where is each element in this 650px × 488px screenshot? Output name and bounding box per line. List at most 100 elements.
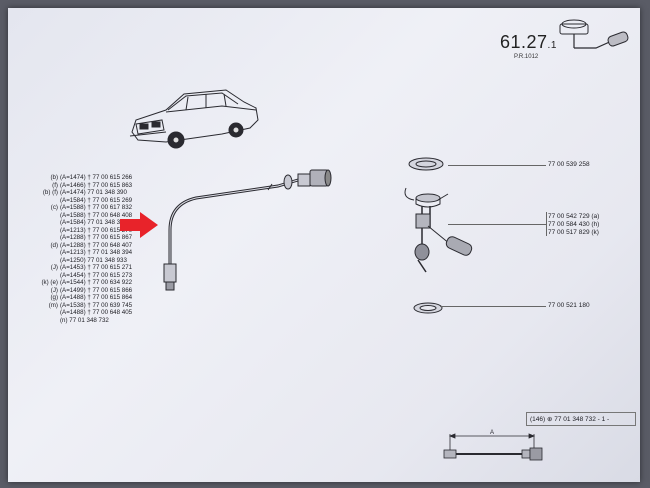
ref-sender-a-tag: (a) <box>591 213 600 220</box>
reference-row-key: (b) (f) <box>42 189 58 196</box>
reference-row: (A=1454) † 77 00 615 273 <box>28 271 132 280</box>
page-number: 61.27.1 <box>500 32 557 53</box>
bottom-ref-tag: (146) <box>530 416 546 423</box>
reference-row-condition: (A=1453) <box>60 264 86 271</box>
reference-row-condition: (A=1466) <box>60 181 86 189</box>
reference-row-number: † 77 00 617 832 <box>87 204 133 211</box>
ref-sender-h: 77 00 584 430 (h) <box>548 221 599 228</box>
bottom-ref-box <box>526 412 636 426</box>
ref-seal: 77 00 521 180 <box>548 302 590 309</box>
reference-row-condition: (A=1454) <box>60 271 86 279</box>
bottom-ref-symbol: ⊕ <box>547 416 553 423</box>
reference-row-condition: (A=1288) <box>60 241 86 249</box>
ref-sender-h-number: 77 00 584 430 <box>548 221 590 228</box>
reference-row-condition: (A=1588) <box>60 204 86 211</box>
reference-row-condition: (A=1474) <box>60 174 86 181</box>
leader-line <box>448 165 546 166</box>
leader-line <box>440 306 546 307</box>
reference-row: (A=1288) † 77 00 615 867 <box>28 234 132 242</box>
reference-row-condition: (A=1544) <box>60 279 86 286</box>
reference-row-key: (g) <box>50 294 58 301</box>
page-subref: P.R.1012 <box>514 54 539 60</box>
ref-sender-k-number: 77 00 517 829 <box>548 229 590 236</box>
ref-sender-k-tag: (k) <box>591 229 599 236</box>
dimension-label: A <box>490 430 494 436</box>
fuel-sender-icon <box>559 19 629 49</box>
reference-row: (A=1488) † 77 00 648 405 <box>28 309 132 317</box>
reference-row-condition: (A=1213) <box>60 226 86 234</box>
reference-row: (b) (f)(A=1474) 77 01 348 390 <box>28 189 127 197</box>
speedometer-cable-illustration <box>163 169 332 291</box>
reference-row-key: (k) (e) <box>41 279 59 286</box>
ref-group-bracket <box>546 212 547 236</box>
reference-row-number: 77 01 348 732 <box>69 316 109 324</box>
reference-row-number: † 77 00 648 408 <box>87 211 133 219</box>
ref-top-ring: 77 00 539 258 <box>548 161 590 168</box>
reference-row-condition: (A=1488) <box>60 294 86 301</box>
reference-row-number: † 77 00 615 266 <box>87 174 133 181</box>
reference-row-number: † 77 00 615 269 <box>87 196 133 204</box>
reference-row: (A=1588) † 77 00 648 408 <box>28 211 132 220</box>
reference-row: (n) 77 01 348 732 <box>28 317 118 325</box>
reference-row-condition: (A=1474) <box>60 189 86 196</box>
page-number-main: 61.27 <box>500 32 548 52</box>
reference-row-number: † 77 00 615 867 <box>87 234 133 241</box>
reference-row: (k) (e)(A=1544) † 77 00 634 922 <box>28 279 133 287</box>
reference-row-number: † 77 00 615 271 <box>87 264 133 271</box>
reference-row: (A=1213) † 77 01 348 394 <box>28 249 132 257</box>
reference-row: (g)(A=1488) † 77 00 615 864 <box>28 294 132 302</box>
ref-sender-h-tag: (h) <box>591 221 600 228</box>
reference-row-number: † 77 00 615 863 <box>87 181 133 189</box>
reference-row-number: † 77 00 615 864 <box>87 294 133 301</box>
reference-row: (A=1213) † 77 00 615 270 <box>28 226 132 235</box>
reference-row-condition: (A=1584) <box>60 219 86 226</box>
ref-sender-k: 77 00 517 829 (k) <box>548 229 599 236</box>
reference-row: (m)(A=1538) † 77 00 639 745 <box>28 301 132 310</box>
reference-row: (A=1584) † 77 00 615 269 <box>28 196 132 205</box>
reference-row: (A=1250) 77 01 348 933 <box>28 256 127 265</box>
reference-row-condition: (A=1499) <box>60 286 86 294</box>
reference-row-condition: (A=1213) <box>60 249 86 256</box>
reference-row-key: (f) <box>52 181 58 189</box>
car-illustration <box>129 89 259 149</box>
reference-row-number: † 77 00 615 273 <box>87 271 133 279</box>
reference-row: (J)(A=1453) † 77 00 615 271 <box>28 264 132 272</box>
leader-line <box>448 224 546 225</box>
reference-row-number: † 77 00 634 922 <box>87 279 133 286</box>
catalog-page: 61.27.1 P.R.1012 (b)(A=1474) † 77 00 615… <box>8 8 640 482</box>
reference-row: (b)(A=1474) † 77 00 615 266 <box>28 174 132 182</box>
ref-sender-a-number: 77 00 542 729 <box>548 213 590 220</box>
reference-row-number: † 77 00 615 270 <box>87 226 133 234</box>
reference-row-key: (J) <box>50 264 58 271</box>
reference-row-key: (d) <box>50 241 58 249</box>
reference-row-condition: (A=1288) <box>60 234 86 241</box>
reference-row-number: † 77 00 648 405 <box>87 309 133 316</box>
reference-row-condition: (A=1584) <box>60 196 86 204</box>
reference-row: (J)(A=1499) † 77 00 615 866 <box>28 286 132 295</box>
reference-row-key: (c) <box>50 204 58 211</box>
fuel-sender-exploded-illustration <box>404 157 473 314</box>
reference-row-condition: (A=1488) <box>60 309 86 316</box>
reference-row-condition: (A=1588) <box>60 211 86 219</box>
reference-row-key: (J) <box>50 286 58 294</box>
reference-row-key: (m) <box>48 301 58 309</box>
reference-row-condition: (n) <box>60 316 68 324</box>
reference-row: (A=1584) 77 01 348 396 <box>28 219 127 227</box>
reference-row-condition: (A=1538) <box>60 301 86 309</box>
reference-row-number: 77 01 348 933 <box>87 256 127 264</box>
reference-row-number: † 77 00 639 745 <box>87 301 133 309</box>
reference-row: (f)(A=1466) † 77 00 615 863 <box>28 181 132 190</box>
cable-dimension-illustration: A <box>443 430 543 461</box>
reference-row: (d)(A=1288) † 77 00 648 407 <box>28 241 132 250</box>
reference-list: (b)(A=1474) † 77 00 615 266(f)(A=1466) †… <box>28 174 133 325</box>
reference-row-condition: (A=1250) <box>60 256 86 264</box>
bottom-ref: (146) ⊕ 77 01 348 732 - 1 - <box>530 415 609 423</box>
reference-row-number: † 77 00 648 407 <box>87 241 133 249</box>
reference-row-key: (b) <box>50 174 58 181</box>
reference-row-number: † 77 01 348 394 <box>87 249 133 256</box>
reference-row: (c)(A=1588) † 77 00 617 832 <box>28 204 132 212</box>
ref-sender-a: 77 00 542 729 (a) <box>548 213 599 220</box>
bottom-ref-number: 77 01 348 732 - 1 - <box>554 416 610 423</box>
reference-row-number: 77 01 348 396 <box>87 219 127 226</box>
red-arrow-icon <box>120 212 158 238</box>
